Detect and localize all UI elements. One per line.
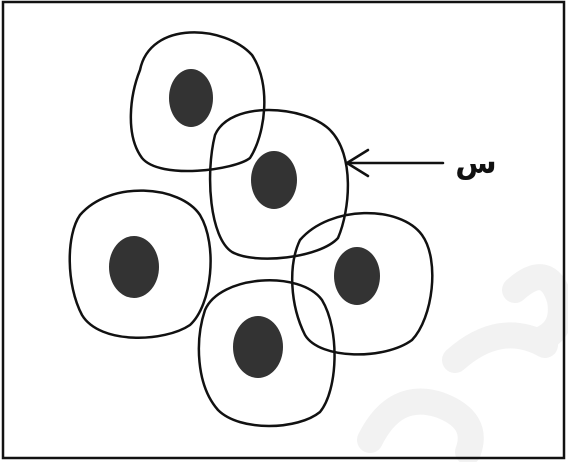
cell-top <box>131 32 264 171</box>
cell-bottom <box>199 280 335 426</box>
diagram-frame <box>3 2 564 458</box>
cell-nucleus <box>169 69 213 127</box>
cell-right <box>292 213 432 354</box>
cell-nucleus <box>109 236 159 298</box>
cell-left <box>70 191 211 338</box>
pointer-arrow <box>347 150 443 176</box>
pointer-label: س <box>455 146 496 181</box>
cell-upper-middle <box>210 110 348 259</box>
cell-nucleus <box>251 151 297 209</box>
cell-nucleus <box>334 247 380 305</box>
cell-nucleus <box>233 316 283 378</box>
watermark-graphic <box>370 277 561 452</box>
